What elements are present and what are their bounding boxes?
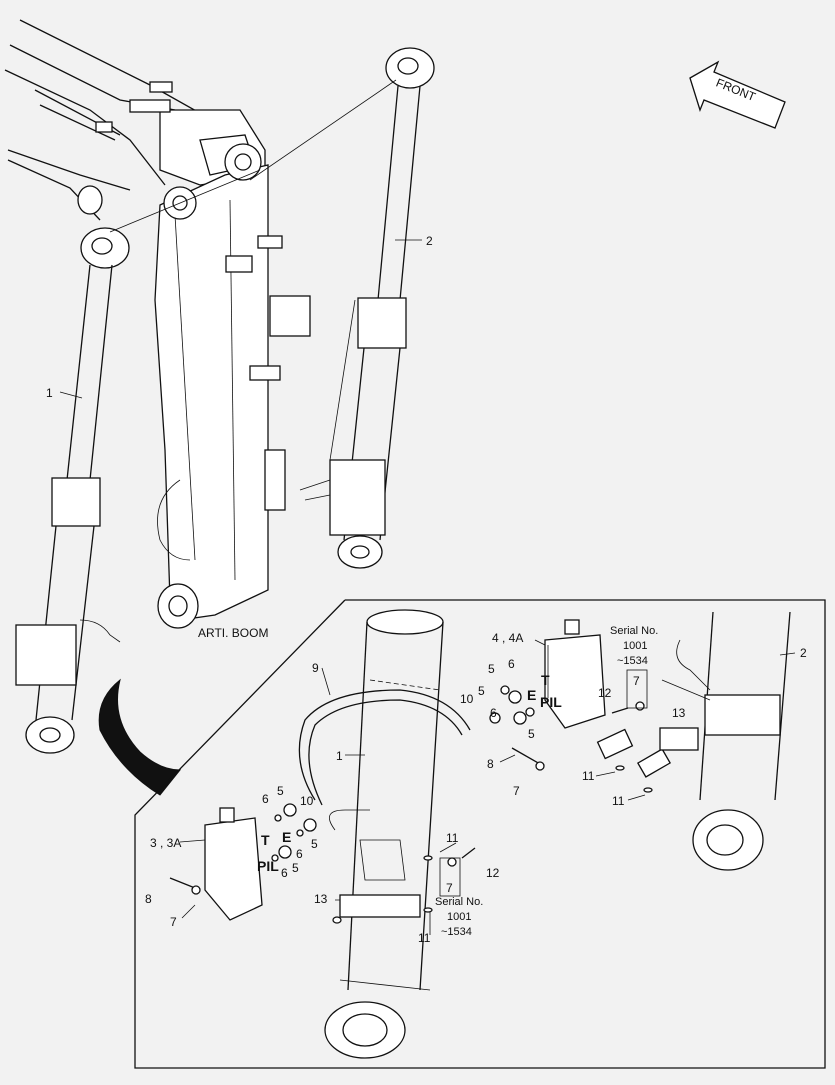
callout-7-c: 7 xyxy=(170,915,177,929)
callout-6-b: 6 xyxy=(490,706,497,720)
valve-4-4a xyxy=(544,619,606,729)
callout-labels: 1 2 1 2 9 4 , 4A 3 , 3A 5 6 5 10 5 6 12 … xyxy=(46,234,807,945)
callout-11-b: 11 xyxy=(612,794,625,808)
callout-7-d: 7 xyxy=(446,881,453,895)
callout-13-a: 13 xyxy=(672,706,686,720)
callout-5-d: 5 xyxy=(277,784,284,798)
port-pil-2: PIL xyxy=(257,858,279,874)
serial-note-b-line3: ~1534 xyxy=(441,926,472,938)
callout-6-c: 6 xyxy=(262,792,269,806)
callout-8-a: 8 xyxy=(487,757,494,771)
callout-11-a: 11 xyxy=(582,769,595,783)
callout-2-top: 2 xyxy=(426,234,433,248)
callout-12-b: 12 xyxy=(486,866,500,880)
port-pil-1: PIL xyxy=(540,694,562,710)
callout-9: 9 xyxy=(312,661,319,675)
front-arrow-icon: FRONT xyxy=(689,60,786,129)
callout-7-b: 7 xyxy=(513,784,520,798)
serial-note-a-line2: 1001 xyxy=(623,640,647,652)
callout-13-b: 13 xyxy=(314,892,328,906)
serial-note-b-line2: 1001 xyxy=(447,911,471,923)
callout-5-f: 5 xyxy=(292,861,299,875)
port-e-2: E xyxy=(282,829,291,845)
serial-note-a-line3: ~1534 xyxy=(617,655,648,667)
callout-11-d: 11 xyxy=(418,931,431,945)
detail-pointer-arrow xyxy=(98,678,182,796)
detail-cylinder-2 xyxy=(661,611,791,871)
serial-note-a-line1: Serial No. xyxy=(610,625,658,637)
valve-3-3a xyxy=(204,807,263,921)
callout-10-b: 10 xyxy=(300,794,314,808)
callout-6-e: 6 xyxy=(281,866,288,880)
callout-11-c: 11 xyxy=(446,831,459,845)
callout-5-b: 5 xyxy=(478,684,485,698)
callout-6-d: 6 xyxy=(296,847,303,861)
callout-7-a: 7 xyxy=(633,674,640,688)
callout-5-e: 5 xyxy=(311,837,318,851)
callout-1-detail: 1 xyxy=(336,749,343,763)
detail-cylinder-1 xyxy=(324,609,444,1059)
boom-label: ARTI. BOOM xyxy=(198,626,268,640)
callout-5-c: 5 xyxy=(528,727,535,741)
callout-2-detail: 2 xyxy=(800,646,807,660)
cylinder-2 xyxy=(299,47,435,569)
serial-note-b-line1: Serial No. xyxy=(435,896,483,908)
boom-assembly xyxy=(4,19,311,629)
callout-12-a: 12 xyxy=(598,686,612,700)
port-e-1: E xyxy=(527,687,536,703)
callout-5-a: 5 xyxy=(488,662,495,676)
callout-8-b: 8 xyxy=(145,892,152,906)
cylinder-1 xyxy=(15,227,130,754)
detail-view xyxy=(134,599,826,1069)
callout-1-top: 1 xyxy=(46,386,53,400)
callout-10-a: 10 xyxy=(460,692,474,706)
callout-3-3a: 3 , 3A xyxy=(150,836,181,850)
callout-6-a: 6 xyxy=(508,657,515,671)
port-t-2: T xyxy=(261,832,270,848)
port-t-1: T xyxy=(541,672,550,688)
callout-4-4a: 4 , 4A xyxy=(492,631,523,645)
